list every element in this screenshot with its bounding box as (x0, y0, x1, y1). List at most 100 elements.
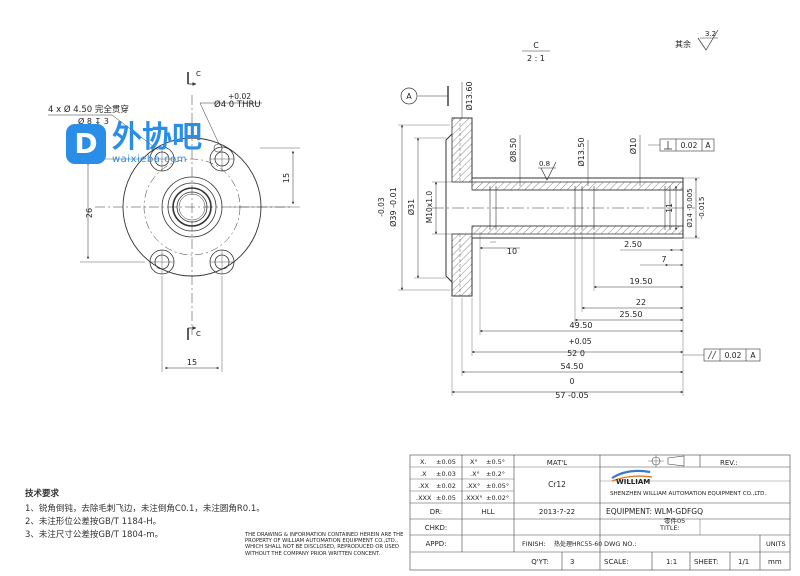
matl-value: Cr12 (548, 480, 566, 489)
note-line: 1、锐角倒钝，去除毛刺飞边，未注倒角C0.1，未注圆角R0.1。 (25, 504, 265, 514)
thru-tol: +0.02 (228, 92, 251, 101)
qty-label: Q'YT: (531, 558, 549, 566)
thru-hole-callout: Ø4 0 THRU (214, 99, 261, 110)
title-label: TITLE: (659, 524, 680, 532)
sheet-label: SHEET: (694, 558, 718, 566)
dia-39-tol: -0.03 (377, 197, 386, 217)
tol-r1-c1: ±0.03 (436, 470, 456, 478)
tol-r2-c3: ±0.05° (486, 482, 509, 490)
finish-label: FINISH: (522, 540, 546, 548)
dim-2-50: 2.50 (624, 240, 642, 249)
sheet-value: 1/1 (738, 558, 749, 566)
section-labels: C 2 : 1 其余 3.2 0.8 A Ø13.60 Ø8.50 Ø13.50… (377, 30, 756, 400)
tol-r3-c2: .XXX° (464, 494, 483, 502)
equipment: EQUIPMENT: WLM-GDFGQ (606, 507, 703, 516)
counterbore-callout: Ø 8 ↧ 3 (78, 116, 109, 126)
title-block (409, 454, 791, 571)
perp-datum: A (705, 141, 711, 150)
parallel-tolerance: 0.02 (725, 351, 742, 360)
tol-r3-c1: ±0.05 (436, 494, 456, 502)
section-letter: C (533, 41, 539, 50)
thread-m10: M10x1.0 (425, 191, 434, 224)
mounting-hole (209, 249, 235, 275)
dim-19-50: 19.50 (630, 277, 653, 286)
watermark-logo: D 外协吧 waixieba.com (66, 122, 202, 165)
tol-r2-c2: .XX° (466, 482, 480, 490)
title-block-text: X. ±0.05 X° ±0.5° .X ±0.03 .X° ±0.2° .XX… (416, 458, 786, 566)
notes-title: 技术要求 (25, 489, 60, 499)
dim-54-50: 54.50 (561, 362, 584, 371)
parallel-datum: A (750, 351, 756, 360)
technical-notes: 技术要求 1、锐角倒钝，去除毛刺飞边，未注倒角C0.1，未注圆角R0.1。 2、… (25, 488, 265, 542)
front-view (48, 72, 300, 372)
matl-label: MAT'L (547, 459, 567, 467)
appd-label: APPD: (426, 540, 447, 548)
finish-value: 热处理HRC55-60 (554, 540, 602, 548)
dia-14: Ø14 -0.005 (686, 188, 694, 227)
tol-r0-c2: X° (470, 458, 478, 466)
tol-r0-c3: ±0.5° (486, 458, 505, 466)
tol-r1-c2: .X° (470, 470, 480, 478)
surface-inner-value: 0.8 (539, 160, 550, 168)
section-view (432, 117, 695, 297)
surface-rest-label: 其余 (675, 39, 691, 49)
dia-13-50: Ø13.50 (576, 137, 586, 166)
note-line: 3、未注尺寸公差按GB/T 1804-m。 (25, 530, 164, 540)
watermark-icon: D (66, 123, 106, 164)
dim-10: 10 (507, 247, 517, 256)
section-cut-label-bottom: C (196, 330, 201, 338)
mounting-hole (149, 146, 175, 172)
dia-8-50: Ø8.50 (508, 138, 518, 162)
property-disclaimer: THE DRAWING & INFORMATION CONTAINED HERE… (245, 532, 404, 557)
dr-value: HLL (481, 508, 494, 516)
tol-r1-c0: .X (420, 470, 427, 478)
company-logo: WILLIAM (616, 478, 650, 486)
watermark-url: waixieba.com (112, 154, 187, 165)
units-label: UNITS (766, 540, 786, 548)
tol-r3-c0: .XXX (416, 494, 432, 502)
dia-10: Ø10 (628, 138, 638, 154)
dim-15-vertical: 15 (282, 173, 291, 183)
tol-r3-c3: ±0.02° (486, 494, 509, 502)
section-dimensions (398, 29, 761, 396)
tol-r0-c0: X. (420, 458, 427, 466)
dim-11: 11 (665, 203, 674, 213)
units-value: mm (768, 558, 782, 566)
dim-57-tol: 0 (570, 377, 575, 386)
datum-a-label: A (406, 92, 412, 101)
qty-value: 3 (570, 558, 574, 566)
dia-14-tol: -0.015 (698, 197, 706, 220)
mounting-hole (209, 146, 235, 172)
dim-52: 52 0 (567, 349, 585, 358)
mounting-hole (149, 249, 175, 275)
watermark-name: 外协吧 (112, 120, 202, 155)
scale-label: SCALE: (604, 558, 629, 566)
dia-31: Ø31 (406, 199, 416, 215)
dim-15-horizontal: 15 (187, 358, 197, 367)
dr-label: DR: (430, 508, 442, 516)
note-line: 2、未注形位公差按GB/T 1184-H。 (25, 517, 162, 527)
draw-date: 2013-7-22 (539, 508, 575, 516)
tol-r2-c1: ±0.02 (436, 482, 456, 490)
rev-label: REV.: (720, 459, 738, 467)
dia-39: Ø39 -0.01 (388, 187, 398, 227)
dim-22: 22 (636, 298, 646, 307)
front-view-labels: 4 x Ø 4.50 完全贯穿 Ø 8 ↧ 3 +0.02 Ø4 0 THRU … (48, 70, 291, 367)
tol-r2-c0: .XX (418, 482, 430, 490)
dim-7: 7 (661, 255, 666, 264)
tol-r1-c3: ±0.2° (486, 470, 505, 478)
title-value: 零件05 (664, 516, 685, 525)
dim-49-50: 49.50 (570, 321, 593, 330)
dim-52-tol: +0.05 (569, 337, 592, 346)
section-scale: 2 : 1 (527, 54, 545, 63)
dia-13-60: Ø13.60 (464, 81, 474, 110)
dwg-label: DWG NO.: (604, 540, 637, 548)
company-name: SHENZHEN WILLIAM AUTOMATION EQUIPMENT CO… (610, 491, 766, 497)
surface-rest-value: 3.2 (705, 30, 716, 38)
tol-r0-c1: ±0.05 (436, 458, 456, 466)
perp-tolerance: 0.02 (681, 141, 698, 150)
hole-callout: 4 x Ø 4.50 完全贯穿 (48, 104, 129, 115)
section-cut-label-top: C (196, 70, 201, 78)
scale-value: 1:1 (666, 558, 677, 566)
